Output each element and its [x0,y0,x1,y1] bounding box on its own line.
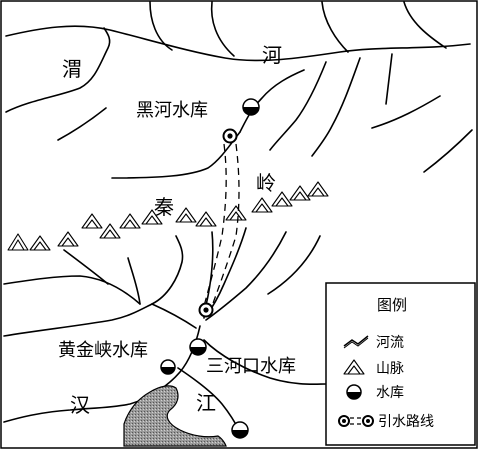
han-tributary-west-3 [127,257,141,305]
mountain-icon [195,211,217,227]
wei-tributary-north-1 [149,1,173,51]
huangjinxia-reservoir-icon [160,359,176,375]
mountain-icon [251,197,273,213]
wei-tributary-north-2 [210,1,235,57]
legend-mountain-label: 山脉 [376,361,404,377]
wei-tributary-right-2 [423,129,473,173]
river-symbol-icon [343,335,369,349]
mountain-icon [57,231,79,247]
mountain-icon [7,233,29,251]
wei-tributary-left-1 [5,27,111,113]
water-diversion-route-icon [338,415,374,427]
han-east-reservoir-icon [231,421,249,439]
heihe-reservoir-icon [242,98,260,116]
mountain-icon [175,207,197,223]
han-lake [123,385,227,447]
wei-tributary-mid-1 [269,61,327,151]
mountain-icon [225,205,247,221]
legend-river-label: 河流 [376,335,404,351]
mountain-icon [289,185,311,201]
han-main-west [3,303,153,337]
legend-diversion-label: 引水路线 [378,414,434,430]
ling-label: 岭 [256,171,276,195]
han-river-system [3,227,327,433]
wei-tributary-left-2 [57,107,107,141]
han-tributary-west-2 [63,249,109,285]
legend: 图例 河流 山脉 水库 引水路线 [325,282,476,446]
han-tributary-west-4 [151,235,184,305]
heihe-river [239,69,305,133]
han-tributary-west-1 [3,275,141,305]
qinling-mountains [7,181,329,251]
wei-tributary-mid-3 [385,53,393,105]
mountain-icon [271,191,293,207]
mountain-icon [99,223,121,239]
diversion-canal-left [203,143,227,307]
qin-label: 秦 [154,195,174,219]
huangjinxia-reservoir-label: 黄金峡水库 [58,340,148,361]
han-main [3,325,201,423]
sanhekou-reservoir-label: 三河口水库 [206,356,296,377]
heihe-reservoir-label: 黑河水库 [136,100,208,121]
han-main-east [203,339,327,386]
mountain-icon [81,213,103,229]
mountain-symbol-icon [343,359,365,375]
sanhekou-reservoir-icon [189,338,207,356]
mountain-icon [29,235,51,251]
reservoir-symbol-icon [346,384,362,400]
wei-river-system [5,1,473,179]
mountain-icon [119,213,141,229]
jiang-label: 江 [196,391,216,415]
diversion-outlet-icon [198,302,214,318]
diversion-intake-icon [222,128,238,144]
wei-tributary-north-4 [403,1,447,49]
legend-reservoir-label: 水库 [376,385,404,401]
mountain-icon [307,181,329,197]
han-tributary-east-1 [205,231,287,321]
wei-tributary-mid-2 [311,57,361,157]
wei-river [5,25,471,62]
weihe-label-left: 渭 [62,57,82,81]
water-diversion-route [198,128,240,318]
wei-tributary-right-1 [371,95,441,129]
legend-title: 图例 [377,296,407,314]
diversion-canal-right [211,143,240,307]
heihe-upper [111,131,241,179]
han-tributary-east-2 [267,235,321,295]
mountain-icon [141,209,163,225]
weihe-label-right: 河 [262,43,282,67]
han-tributary-mid-1 [151,303,197,329]
han-label: 汉 [70,393,90,417]
wei-tributary-north-3 [321,1,349,53]
